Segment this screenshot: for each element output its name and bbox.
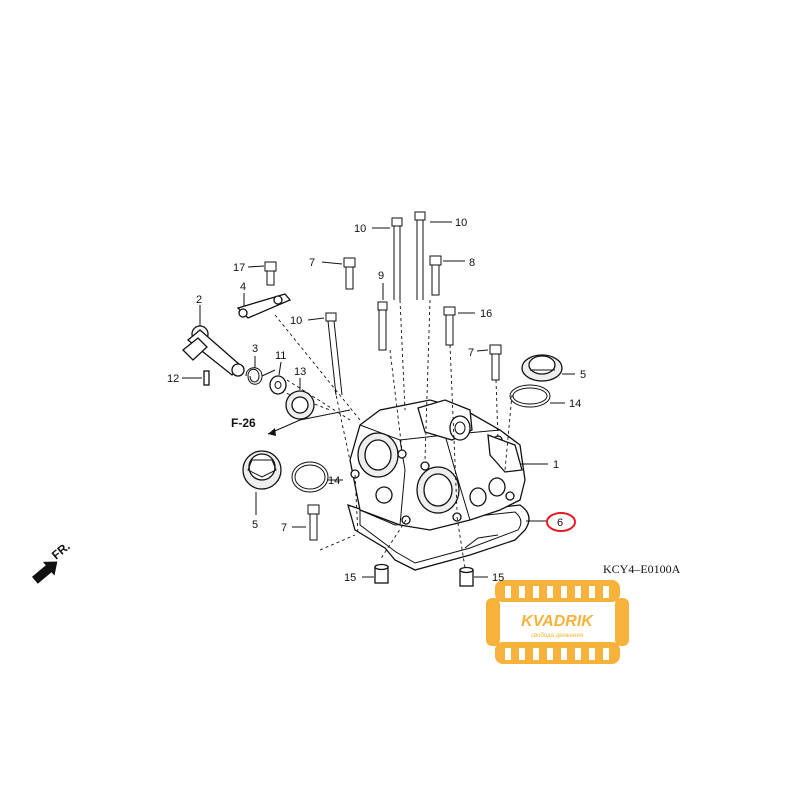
reference-f26-label: F-26 — [231, 416, 256, 430]
callout-15-right: 15 — [492, 572, 504, 584]
dowel-collar-left — [374, 563, 389, 584]
front-direction-indicator: FR. — [31, 539, 73, 584]
tappet-cap-left — [242, 450, 282, 490]
callout-12: 12 — [167, 373, 179, 385]
callout-7-lower: 7 — [281, 522, 287, 534]
bolt-10-right — [414, 211, 426, 300]
callout-5-left: 5 — [252, 519, 258, 531]
callout-13: 13 — [294, 366, 306, 378]
front-label: FR. — [49, 539, 73, 562]
oil-seal-13 — [285, 390, 315, 420]
callout-10-long: 10 — [290, 315, 302, 327]
bolt-7-lower — [307, 504, 320, 541]
watermark-brand: KVADRIK — [521, 613, 594, 630]
bolt-8 — [429, 255, 442, 296]
bolt-10-left — [391, 217, 403, 300]
callout-10-right: 10 — [455, 217, 467, 229]
dowel-collar-right — [459, 566, 474, 587]
callout-1: 1 — [553, 459, 559, 471]
callout-14-left: 14 — [328, 475, 340, 487]
bolt-7-right — [489, 344, 502, 381]
callout-7-right: 7 — [468, 347, 474, 359]
callout-9: 9 — [378, 270, 384, 282]
callout-10-left: 10 — [354, 223, 366, 235]
callout-6-highlighted[interactable]: 6 — [546, 512, 576, 532]
decompressor-arm — [236, 293, 292, 319]
callout-11: 11 — [275, 350, 286, 362]
callout-14-right: 14 — [569, 398, 581, 410]
callout-leaders — [182, 221, 575, 578]
tappet-cap-right — [521, 354, 563, 382]
callout-5-right: 5 — [580, 369, 586, 381]
bolt-9 — [377, 301, 388, 351]
bolt-10-long — [325, 312, 343, 396]
bolt-7-upper — [343, 257, 356, 290]
bolt-16 — [443, 306, 456, 346]
callout-numbers: 10 10 7 8 9 10 16 7 17 2 4 3 11 13 12 5 … — [167, 217, 586, 584]
callout-8: 8 — [469, 257, 475, 269]
washer-11 — [269, 375, 287, 395]
callout-3: 3 — [252, 343, 258, 355]
callout-15-left: 15 — [344, 572, 356, 584]
assembly-leader-lines — [269, 299, 513, 569]
bolt-17 — [264, 261, 277, 286]
o-ring-right — [509, 384, 551, 408]
callout-17: 17 — [233, 262, 245, 274]
callout-2: 2 — [196, 294, 202, 306]
diagram-code: KCY4–E0100A — [603, 562, 681, 576]
callout-16: 16 — [480, 308, 492, 320]
callout-7-upper: 7 — [309, 257, 315, 269]
pin-12 — [203, 370, 210, 386]
watermark-tagline: свобода движения — [531, 633, 583, 639]
callout-6: 6 — [557, 517, 563, 529]
decompressor-shaft — [182, 325, 245, 377]
cylinder-head-cover — [349, 399, 526, 531]
kvadrik-watermark-logo: KVADRIK свобода движения — [486, 580, 629, 664]
o-ring-left — [291, 461, 329, 493]
return-spring — [245, 367, 276, 385]
callout-4: 4 — [240, 281, 246, 293]
